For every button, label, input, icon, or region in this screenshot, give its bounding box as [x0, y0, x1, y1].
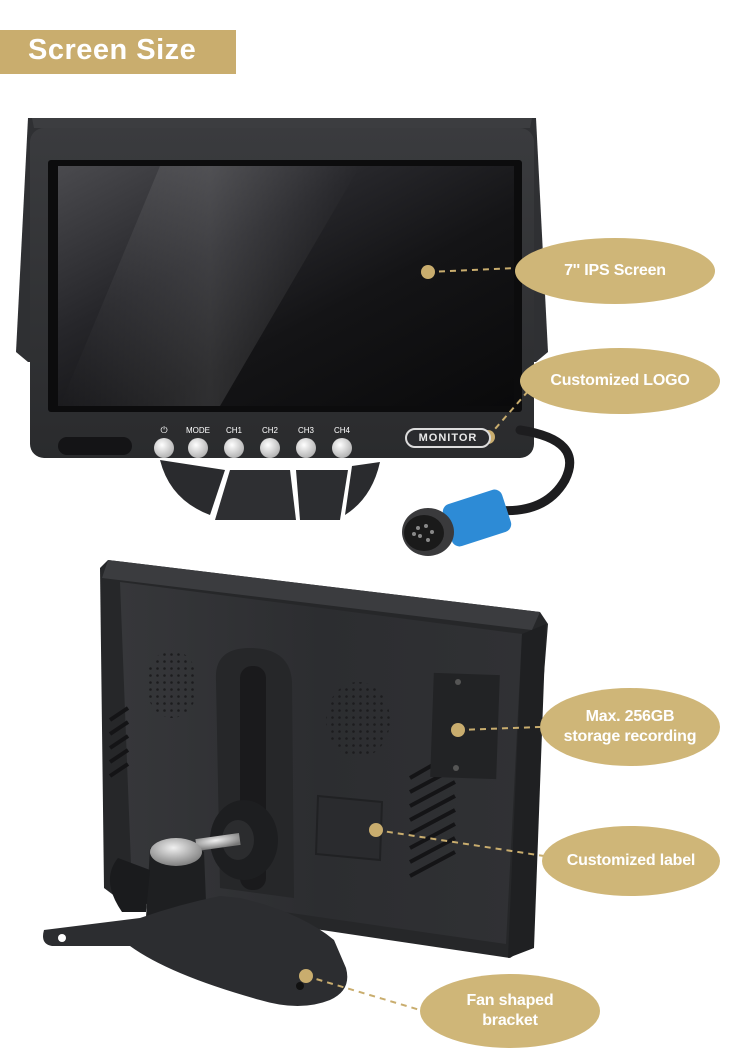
fan-bracket-base — [43, 896, 348, 1006]
callout-customized-logo: Customized LOGO — [520, 348, 720, 414]
callout-storage: Max. 256GB storage recording — [540, 688, 720, 766]
callout-customized-label: Customized label — [542, 826, 720, 896]
callout-fan-bracket: Fan shaped bracket — [420, 974, 600, 1048]
ch1-button: CH1 — [216, 425, 252, 458]
ch3-button: CH3 — [288, 425, 324, 458]
power-icon: ⏻ — [160, 425, 168, 435]
sd-card-panel — [430, 672, 500, 780]
section-header: Screen Size — [0, 30, 236, 74]
leader-dots — [299, 265, 495, 983]
monitor-logo: MONITOR — [405, 428, 491, 448]
callout-ips-screen: 7'' IPS Screen — [515, 238, 715, 304]
back-monitor — [43, 560, 548, 1006]
label-recess — [314, 794, 384, 862]
power-button: ⏻ — [152, 425, 176, 458]
front-bracket — [160, 460, 380, 520]
mode-button: MODE — [180, 425, 216, 458]
vents-left — [108, 706, 130, 778]
ch4-button: CH4 — [324, 425, 360, 458]
speaker-grill-left — [146, 650, 198, 718]
connector-icon — [402, 489, 512, 556]
speaker-grill-right — [326, 682, 390, 758]
front-monitor — [16, 118, 575, 556]
ch2-button: CH2 — [252, 425, 288, 458]
section-title: Screen Size — [28, 34, 197, 66]
